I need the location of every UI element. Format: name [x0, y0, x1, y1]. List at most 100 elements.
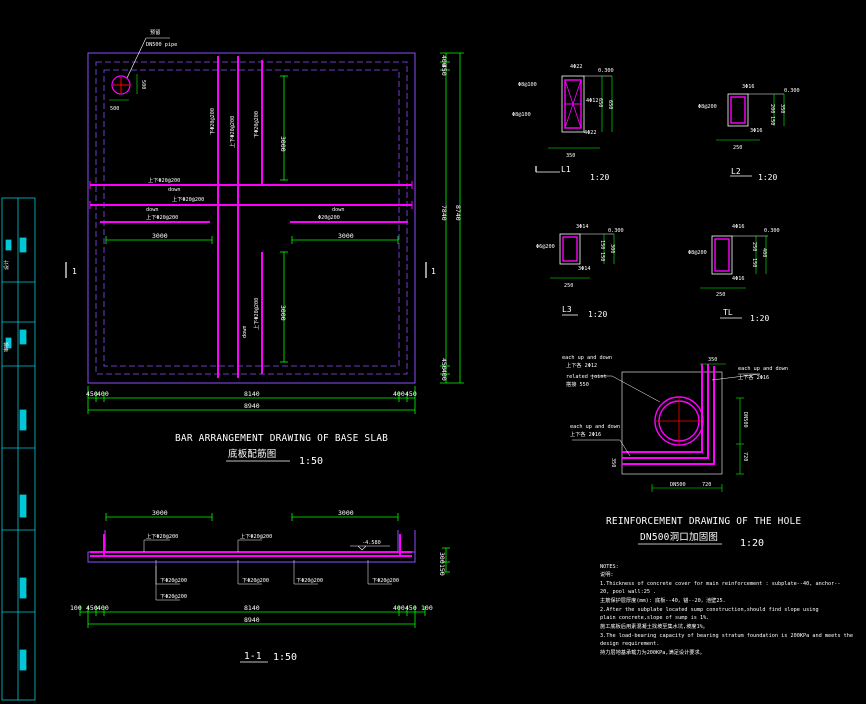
- plan-dim-8140: 8140: [244, 390, 260, 398]
- beam-tl-h1: 250: [751, 242, 757, 251]
- section-dim-8940: 8940: [244, 616, 260, 624]
- section-dim-400-r: 400: [393, 604, 405, 612]
- beam-l1-stirrup: Φ8@100: [518, 82, 537, 88]
- plan-scale: 1:50: [299, 456, 323, 467]
- hole-dim-dn500-v: DN500: [742, 412, 748, 428]
- plan-dim-3000-bottom: 3000: [279, 305, 287, 321]
- beam-l1-side: 4Φ12: [586, 98, 599, 104]
- section-leaders: [143, 539, 392, 601]
- plan-dim-v-8740: 8740: [454, 205, 462, 221]
- section-dim-3000-left: 3000: [152, 509, 168, 517]
- beam-l1-stirrup2: Φ8@100: [512, 112, 531, 118]
- plan-rebar-ticks: [89, 181, 413, 209]
- beam-tl-stirrup: Φ8@200: [688, 250, 707, 256]
- plan-bar-label: 上下Φ20@200: [146, 213, 178, 221]
- beam-tl: [700, 235, 768, 319]
- beam-l2-h1: 200: [769, 104, 775, 113]
- beam-l1-width: 350: [566, 153, 575, 159]
- section-dim-3000-right: 3000: [338, 509, 354, 517]
- hole-detail: [572, 363, 761, 492]
- notes-line-2: 20, pool wall:25 .: [600, 589, 656, 595]
- plan-bar-label: 上下Φ20@200: [172, 195, 204, 203]
- hole-dim-720: 720: [702, 482, 711, 488]
- plan-dim-3000-right: 3000: [338, 232, 354, 240]
- beam-l3-h2: 150: [599, 252, 605, 261]
- plan-hole-dim-500: 500: [110, 106, 119, 112]
- section-dim-450-l: 450: [86, 604, 98, 612]
- section-dim-100-r: 100: [421, 604, 433, 612]
- beam-l1-name: L1: [561, 165, 571, 174]
- sidebar-label-1: 设计: [3, 260, 10, 270]
- section-dims: [79, 513, 450, 628]
- hole-note-3b: 上下各 2Φ16: [738, 373, 769, 381]
- plan-dim-v-450-t: 450: [440, 64, 448, 76]
- plan-bar-label: 上下Φ20@200: [252, 298, 260, 330]
- notes-line-1: 1.Thickness of concrete cover for main r…: [600, 581, 840, 587]
- beam-tl-h2: 150: [751, 258, 757, 267]
- hole-scale: 1:20: [740, 538, 764, 549]
- plan-dim-3000-left: 3000: [152, 232, 168, 240]
- hole-note-3: each up and down: [738, 366, 788, 372]
- plan-section-mark-left: 1: [72, 267, 77, 276]
- notes-line-5: plain concrete,slope of sump is 1%.: [600, 615, 709, 621]
- beam-l2-cover: 0.300: [784, 88, 800, 94]
- beam-l2: [716, 93, 785, 177]
- plan-section-mark-right: 1: [431, 267, 436, 276]
- plan-dim-450-r: 450: [405, 390, 417, 398]
- section-bar-labels: 上下Φ20@200 上下Φ20@200 下Φ20@200 下Φ20@200 下Φ…: [146, 532, 399, 600]
- hole-note-1b: 上下各 2Φ12: [566, 361, 597, 369]
- section-elevation: -4.580: [362, 540, 381, 546]
- beam-l1-scale: 1:20: [590, 173, 609, 182]
- section-bar-label: 下Φ20@200: [160, 577, 187, 584]
- plan-bar-label: 上下Φ20@200: [148, 176, 180, 184]
- plan-hole-dim-500-v: 500: [140, 80, 146, 89]
- beam-l1-cover: 0.300: [598, 68, 614, 74]
- beam-tl-height: 400: [761, 248, 767, 257]
- beam-l2-h2: 150: [769, 116, 775, 125]
- plan-bar-label: down: [146, 207, 159, 213]
- hole-note-2b: 搭接 550: [566, 380, 589, 388]
- hole-dim-720-v: 720: [742, 452, 748, 461]
- title-block-strip: [1, 197, 36, 701]
- plan-right-dims: [440, 52, 464, 384]
- notes-heading-cn: 说明:: [600, 570, 614, 578]
- section-title: 1-1: [244, 651, 262, 662]
- notes-heading: NOTES:: [600, 564, 619, 570]
- hole-note-4: each up and down: [570, 424, 620, 430]
- plan-dim-v-400-b: 400: [440, 369, 448, 381]
- beam-l3-scale: 1:20: [588, 310, 607, 319]
- beam-l3-top-bar: 3Φ14: [576, 224, 589, 230]
- beam-tl-scale: 1:20: [750, 314, 769, 323]
- beam-l1-height: 650: [607, 100, 613, 109]
- section-dim-400-l: 400: [97, 604, 109, 612]
- beam-tl-cover: 0.300: [764, 228, 780, 234]
- plan-hole-note-2: DN500 pipe: [146, 42, 177, 48]
- beam-l2-stirrup: Φ8@200: [698, 104, 717, 110]
- beam-l3-bot-bar: 3Φ14: [578, 266, 591, 272]
- beam-l3-h1: 150: [599, 240, 605, 249]
- notes-line-3: 主筋保护层厚度(mm): 底板--40，锚--20，池壁25.: [600, 596, 726, 604]
- sidebar-label-2: 审核: [3, 342, 10, 352]
- plan-dim-450-l: 450: [86, 390, 98, 398]
- plan-hole-note-1: 预留: [150, 28, 160, 36]
- plan-rebars: [90, 56, 412, 378]
- beam-l2-scale: 1:20: [758, 173, 777, 182]
- beam-l2-name: L2: [731, 167, 741, 176]
- plan-section-marks: [65, 262, 427, 278]
- notes-line-9: 持力层地基承载力为200KPa,满足设计要求。: [600, 648, 705, 656]
- plan-bar-label: 下Φ20@200: [209, 108, 216, 135]
- plan-inner-dims: [105, 75, 399, 363]
- beam-l3-height: 300: [609, 244, 615, 253]
- beam-tl-bot-bar: 4Φ16: [732, 276, 745, 282]
- plan-dim-3000-top: 3000: [279, 136, 287, 152]
- plan-dim-8940: 8940: [244, 402, 260, 410]
- plan-outline: [87, 52, 416, 384]
- beam-l2-width: 250: [733, 145, 742, 151]
- plan-dim-v-7840: 7840: [440, 205, 448, 221]
- section-rebars: [90, 534, 412, 557]
- section-bar-label: 下Φ20@200: [242, 577, 269, 584]
- beam-l2-bot-bar: 3Φ16: [750, 128, 763, 134]
- section-dim-8140: 8140: [244, 604, 260, 612]
- plan-dim-400-r: 400: [393, 390, 405, 398]
